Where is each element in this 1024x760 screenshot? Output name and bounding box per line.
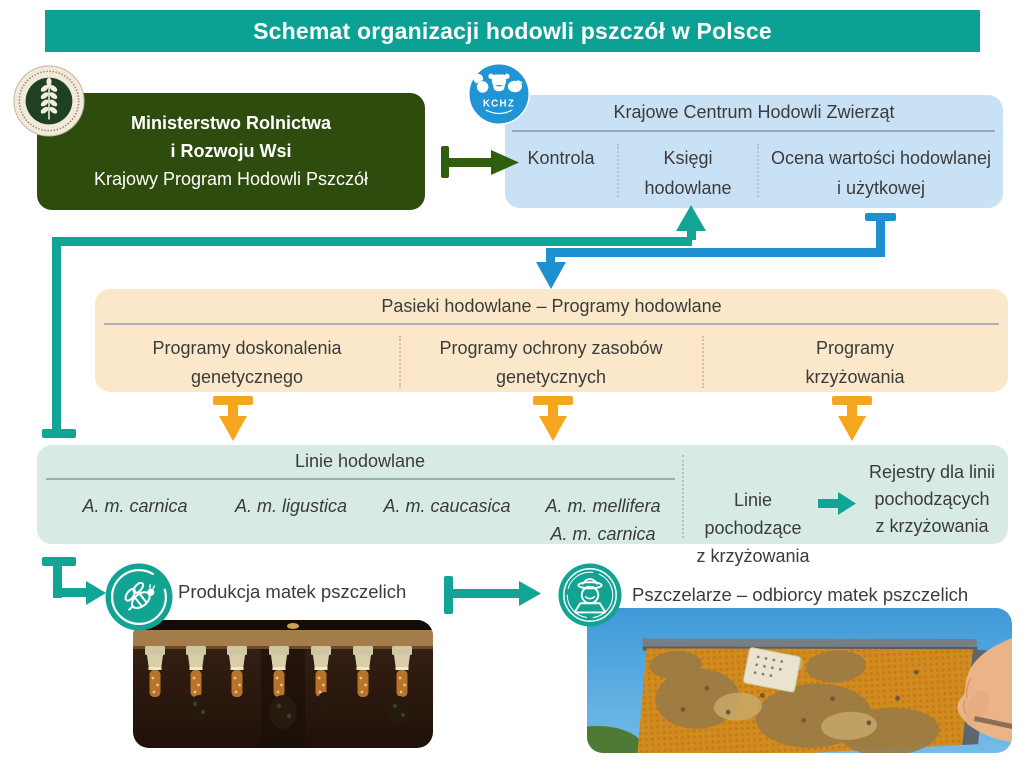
ministry-line-2: i Rozwoju Wsi	[170, 141, 292, 161]
linie-header-divider	[46, 478, 675, 480]
kchz-logo-text: KCHZ	[483, 98, 515, 109]
production-label: Produkcja matek pszczelich	[178, 581, 407, 602]
kchz-column-ocena: Ocena wartości hodowlanej i użytkowej	[770, 148, 992, 198]
kchz-header: Krajowe Centrum Hodowli Zwierząt	[613, 102, 895, 122]
kchz-to-pasieki-arrow	[536, 213, 896, 289]
kchz-column-ksiegi: Księgi hodowlane	[644, 148, 732, 198]
bee-icon	[105, 563, 173, 631]
linie-header: Linie hodowlane	[294, 451, 426, 471]
pasieki-column-ochrony: Programy ochrony zasobów genetycznych	[439, 338, 663, 387]
ministry-line-3: Krajowy Program Hodowli Pszczół	[93, 169, 369, 189]
linie-to-production-arrow	[42, 557, 106, 605]
kchz-columns: Kontrola Księgi hodowlane Ocena wartości…	[505, 143, 1003, 203]
kchz-header-divider	[512, 130, 995, 132]
kchz-box	[505, 95, 1003, 208]
kchz-logo-icon: KCHZ	[468, 63, 530, 125]
ministry-line-1: Ministerstwo Rolnictwa	[130, 113, 332, 133]
beekeeper-icon	[558, 563, 622, 627]
pasieki-header: Pasieki hodowlane – Programy hodowlane	[381, 296, 722, 316]
pasieki-column-krzyzowania: Programy krzyżowania	[805, 338, 905, 387]
page-title: Schemat organizacji hodowli pszczół w Po…	[45, 10, 980, 52]
kchz-column-kontrola: Kontrola	[527, 148, 595, 168]
kchz-column-separator-1	[617, 144, 619, 197]
linie-breeds: A. m. carnica A. m. ligustica A. m. cauc…	[57, 492, 683, 548]
linie-column-separator	[682, 455, 684, 538]
bee-frame-photo	[587, 608, 1012, 753]
pasieki-column-separator-2	[702, 336, 704, 388]
ministry-box: Ministerstwo Rolnictwa i Rozwoju Wsi Kra…	[37, 93, 425, 210]
kchz-column-separator-2	[757, 144, 759, 197]
breed-caucasica: A. m. caucasica	[383, 496, 511, 516]
crossing-lines-label: Linie pochodzące z krzyżowania	[696, 490, 810, 566]
breed-ligustica: A. m. ligustica	[234, 496, 348, 516]
ministry-agriculture-seal-icon	[13, 65, 85, 137]
pasieki-column-doskonalenia: Programy doskonalenia genetycznego	[152, 338, 342, 387]
breed-mellifera-carnica: A. m. mellifera A. m. carnica	[545, 496, 661, 544]
pasieki-box	[95, 289, 1008, 392]
pasieki-to-linie-arrows	[213, 396, 872, 441]
queen-cells-photo	[133, 620, 433, 748]
pasieki-columns: Programy doskonalenia genetycznego Progr…	[95, 334, 1008, 392]
page-title-text: Schemat organizacji hodowli pszczół w Po…	[253, 17, 772, 44]
crossing-registry-label: Rejestry dla linii pochodzących z krzyżo…	[868, 462, 996, 536]
pasieki-header-divider	[104, 323, 999, 325]
breed-carnica: A. m. carnica	[82, 496, 188, 516]
production-to-beekeepers-arrow	[444, 576, 541, 614]
pasieki-column-separator-1	[399, 336, 401, 388]
beekeepers-label: Pszczelarze – odbiorcy matek pszczelich	[632, 584, 969, 605]
